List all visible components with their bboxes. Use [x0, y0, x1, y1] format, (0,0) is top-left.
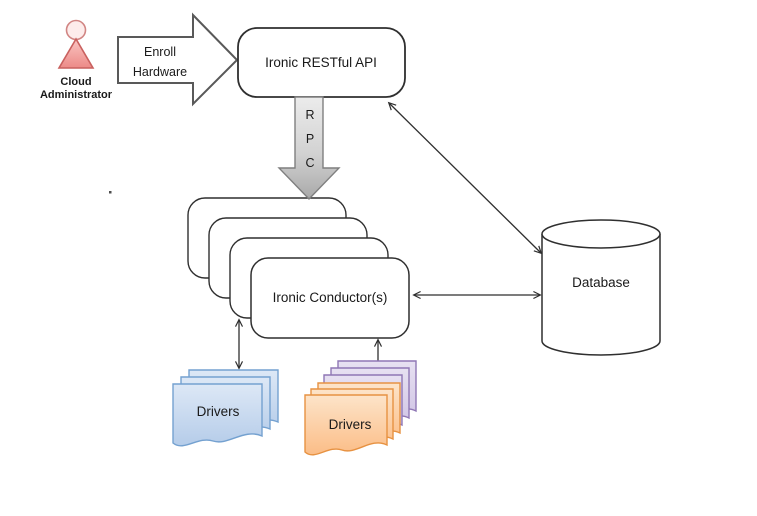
cloud-admin-label-line1: Cloud	[60, 76, 91, 88]
connector-api-database	[387, 101, 543, 255]
ironic-conductors-stack: Ironic Conductor(s)	[187, 197, 410, 339]
drivers-right-label: Drivers	[329, 417, 372, 432]
cloud-admin-figure: Cloud Administrator	[40, 19, 113, 101]
database-cylinder: Database	[541, 219, 661, 356]
stray-dot	[109, 191, 112, 194]
enroll-hardware-arrow: Enroll Hardware	[117, 12, 239, 107]
database-label: Database	[572, 275, 630, 290]
cloud-admin-label-line2: Administrator	[40, 89, 113, 101]
rpc-arrow: R P C	[277, 96, 341, 201]
rpc-letter-p: P	[306, 132, 314, 146]
conductor-box-front	[250, 257, 410, 339]
enroll-label-line2: Hardware	[133, 65, 187, 79]
conductor-box-label: Ironic Conductor(s)	[273, 290, 388, 305]
rpc-letter-c: C	[305, 156, 314, 170]
cylinder-top	[541, 219, 661, 249]
api-box-label: Ironic RESTful API	[265, 55, 377, 70]
ironic-restful-api-box: Ironic RESTful API	[237, 27, 406, 98]
cylinder-body	[541, 234, 661, 356]
drivers-stack-right: Drivers	[304, 360, 417, 456]
drivers-left-label: Drivers	[197, 404, 240, 419]
block-arrow-down-icon	[277, 96, 341, 201]
enroll-label-line1: Enroll	[144, 45, 176, 59]
rpc-letter-r: R	[305, 108, 314, 122]
person-body-icon	[57, 37, 95, 69]
drivers-stack-left: Drivers	[172, 369, 279, 447]
block-arrow-right-icon	[117, 12, 239, 107]
person-head-icon	[65, 19, 87, 41]
